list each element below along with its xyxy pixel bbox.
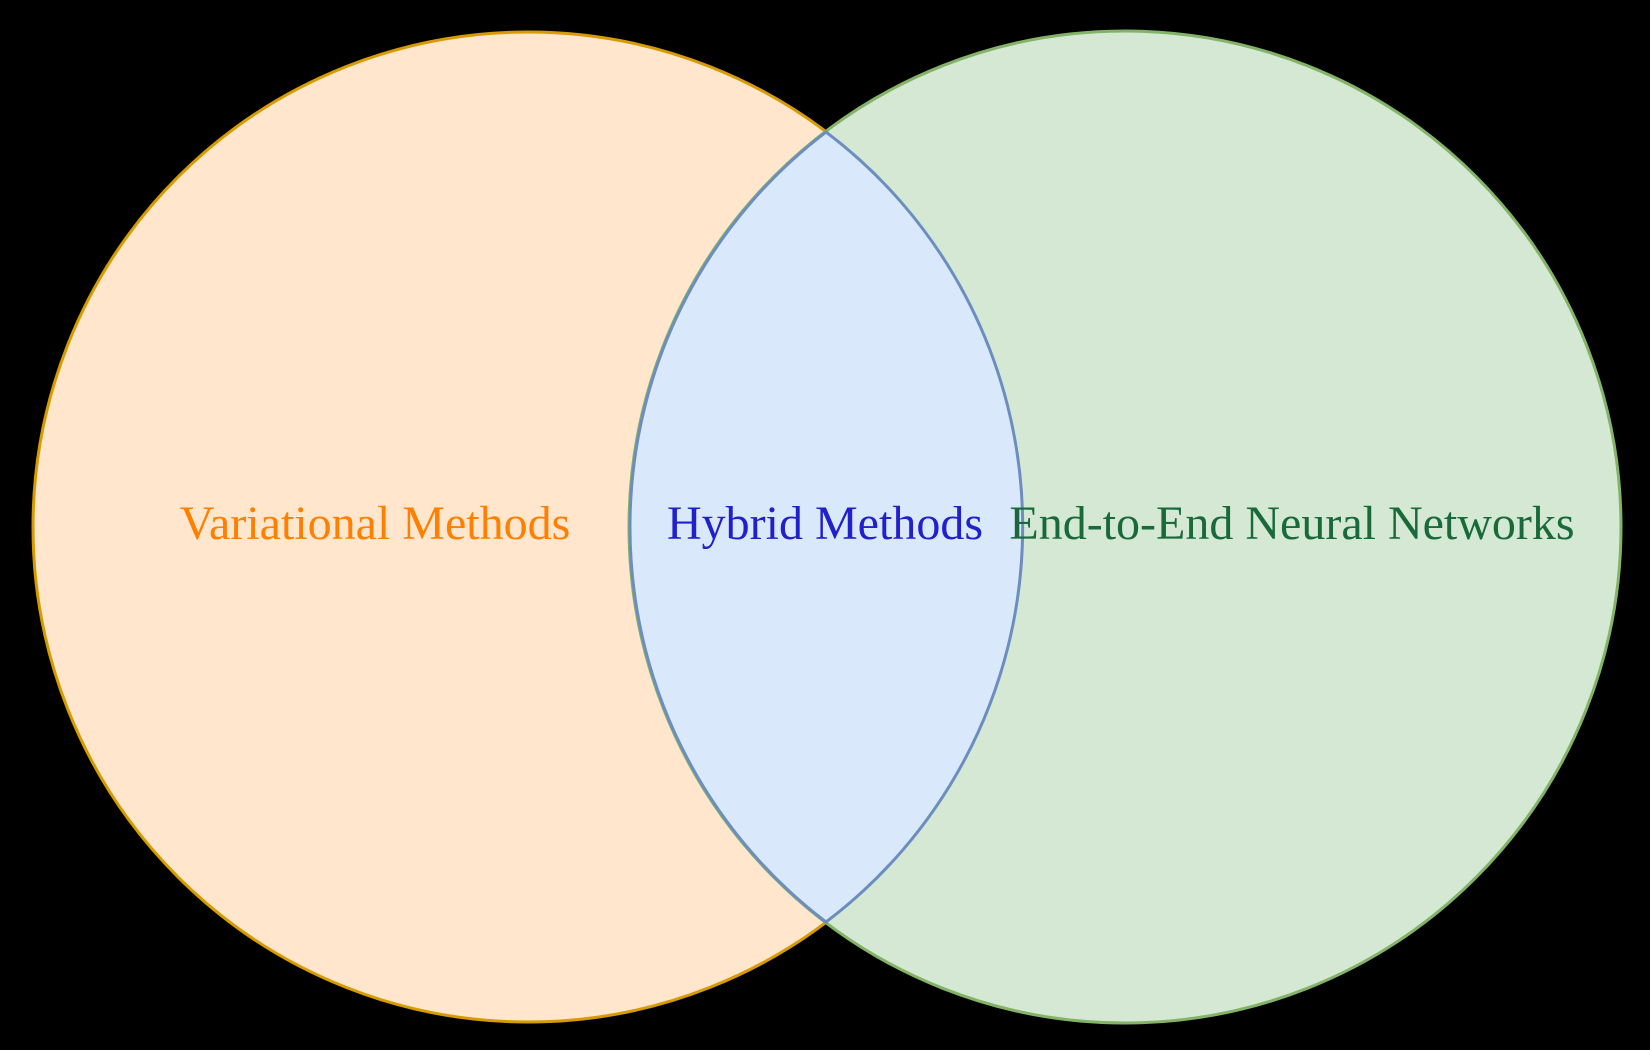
hybrid-methods-intersection-lens bbox=[628, 130, 1025, 924]
hybrid-methods-label: Hybrid Methods bbox=[667, 497, 983, 550]
end-to-end-neural-networks-label: End-to-End Neural Networks bbox=[1009, 497, 1575, 550]
variational-methods-label: Variational Methods bbox=[179, 497, 571, 550]
